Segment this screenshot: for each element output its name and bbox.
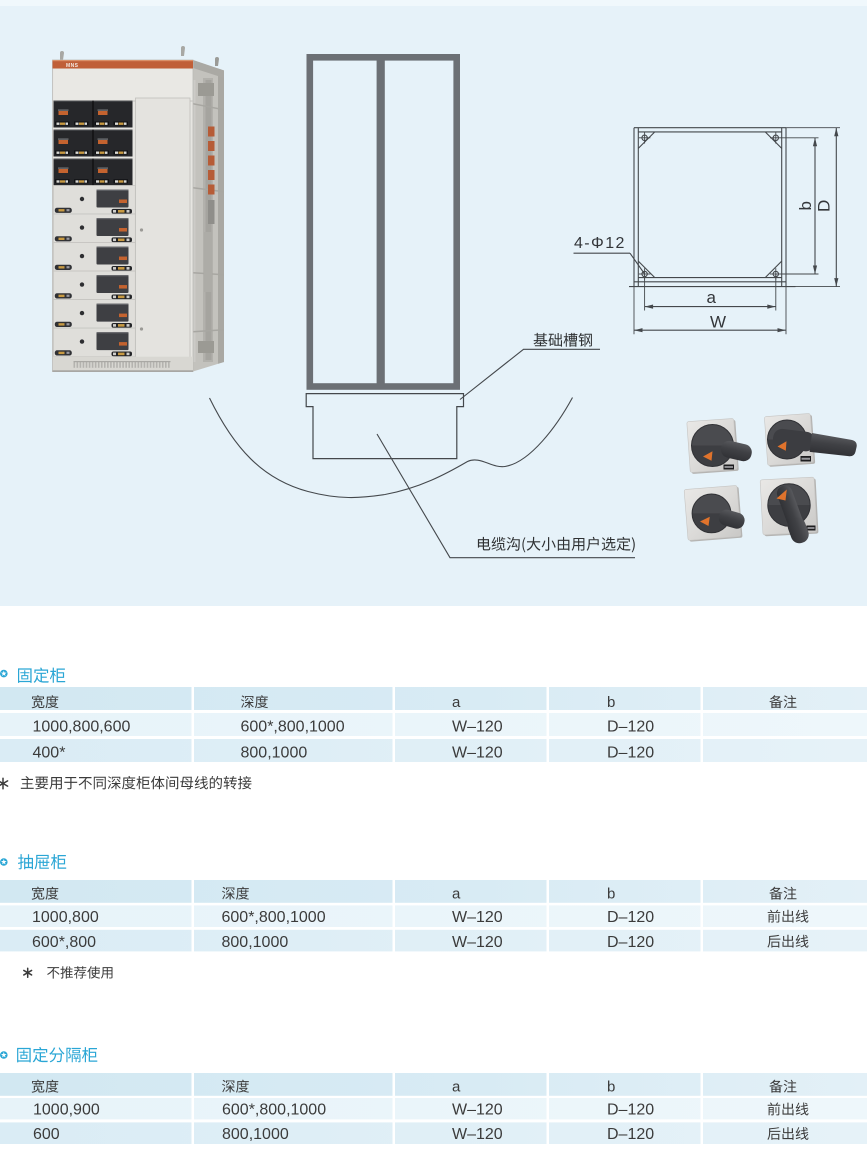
svg-text:W–120: W–120 (452, 909, 503, 926)
svg-text:600*,800,1000: 600*,800,1000 (222, 1102, 326, 1119)
svg-text:a: a (452, 1079, 461, 1096)
svg-text:1000,800: 1000,800 (32, 909, 99, 926)
svg-text:800,1000: 800,1000 (241, 744, 308, 761)
svg-text:W–120: W–120 (452, 1102, 503, 1119)
svg-text:MNS: MNS (66, 63, 79, 69)
svg-text:b: b (607, 694, 615, 711)
svg-text:b: b (607, 1079, 615, 1096)
svg-text:800,1000: 800,1000 (222, 934, 289, 951)
svg-text:b: b (796, 201, 815, 210)
svg-text:400*: 400* (33, 744, 66, 761)
svg-text:D–120: D–120 (607, 1126, 654, 1143)
svg-text:D–120: D–120 (607, 744, 654, 761)
svg-text:1000,800,600: 1000,800,600 (33, 718, 131, 735)
svg-text:4-Φ12: 4-Φ12 (574, 235, 626, 252)
svg-text:W–120: W–120 (452, 744, 503, 761)
svg-text:600*,800,1000: 600*,800,1000 (241, 718, 345, 735)
svg-text:a: a (452, 886, 461, 903)
svg-text:D–120: D–120 (607, 718, 654, 735)
svg-text:600*,800: 600*,800 (32, 934, 96, 951)
svg-text:600*,800,1000: 600*,800,1000 (222, 909, 326, 926)
svg-text:D–120: D–120 (607, 1102, 654, 1119)
svg-text:D–120: D–120 (607, 909, 654, 926)
svg-text:D: D (815, 200, 834, 212)
svg-text:800,1000: 800,1000 (222, 1126, 289, 1143)
svg-text:W–120: W–120 (452, 934, 503, 951)
svg-text:600: 600 (33, 1126, 60, 1143)
svg-text:a: a (452, 694, 461, 711)
svg-text:b: b (607, 886, 615, 903)
svg-text:1000,900: 1000,900 (33, 1102, 100, 1119)
svg-text:W–120: W–120 (452, 1126, 503, 1143)
svg-text:D–120: D–120 (607, 934, 654, 951)
svg-text:W: W (710, 313, 726, 332)
svg-text:W–120: W–120 (452, 718, 503, 735)
svg-text:a: a (707, 288, 717, 307)
